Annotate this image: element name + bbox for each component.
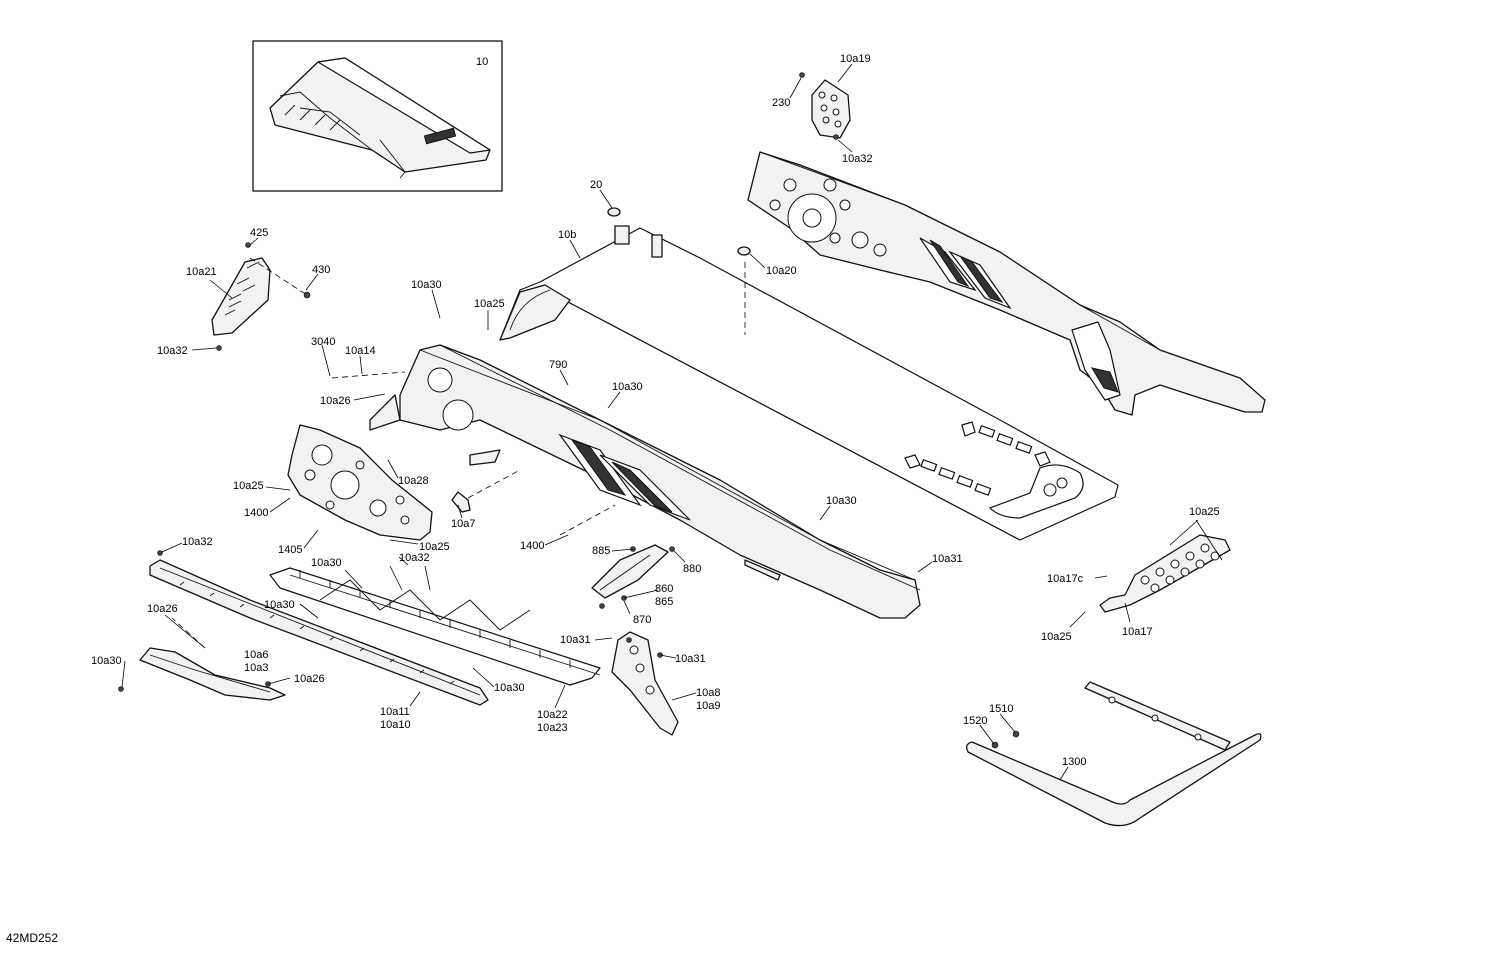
callout-10a25-b: 10a25 <box>233 480 264 492</box>
callout-860: 860 <box>655 583 673 595</box>
callout-865: 865 <box>655 596 673 608</box>
callout-10a30-f: 10a30 <box>91 655 122 667</box>
plate-10a28 <box>287 424 433 541</box>
callout-10a25-c: 10a25 <box>419 541 450 553</box>
callout-10a30-d: 10a30 <box>311 557 342 569</box>
callout-10a9: 10a9 <box>696 700 720 712</box>
callout-10a31-b: 10a31 <box>560 634 591 646</box>
callout-10a26-c: 10a26 <box>294 673 325 685</box>
inset-assembly-thumbnail <box>269 57 491 179</box>
callout-10a26-b: 10a26 <box>147 603 178 615</box>
callout-10b: 10b <box>558 229 576 241</box>
callout-10a22: 10a22 <box>537 709 568 721</box>
inset-label: 10 <box>476 56 488 68</box>
callout-10a30-b: 10a30 <box>612 381 643 393</box>
left-frame-rail <box>369 344 921 619</box>
callout-10a14: 10a14 <box>345 345 376 357</box>
callout-20: 20 <box>590 179 602 191</box>
callout-425: 425 <box>250 227 268 239</box>
callout-3040: 3040 <box>311 336 335 348</box>
callout-10a32-mid: 10a32 <box>399 552 430 564</box>
callout-10a3: 10a3 <box>244 662 268 674</box>
tunnel-vents <box>904 421 1084 519</box>
leader-lines <box>121 63 1223 781</box>
callout-790: 790 <box>549 359 567 371</box>
assembly-inset: 10 <box>252 40 503 192</box>
callout-labels: 10a19 230 10a32 20 10b 10a20 425 430 10a… <box>91 53 1220 768</box>
assembly-dashed-lines <box>171 257 746 649</box>
callout-1400: 1400 <box>244 507 268 519</box>
callout-1300: 1300 <box>1062 756 1086 768</box>
bracket-10a8 <box>611 631 679 736</box>
bracket-10a6 <box>118 647 286 701</box>
callout-10a19: 10a19 <box>840 53 871 65</box>
callout-10a30-g: 10a30 <box>494 682 525 694</box>
callout-1520: 1520 <box>963 715 987 727</box>
callout-885: 885 <box>592 545 610 557</box>
bracket-10a7 <box>451 491 471 513</box>
callout-10a31-c: 10a31 <box>675 653 706 665</box>
callout-10a32-left: 10a32 <box>157 345 188 357</box>
callout-870: 870 <box>633 614 651 626</box>
callout-10a17: 10a17 <box>1122 626 1153 638</box>
right-frame-rail <box>747 151 1266 416</box>
callout-10a23: 10a23 <box>537 722 568 734</box>
callout-10a32: 10a32 <box>842 153 873 165</box>
callout-10a8: 10a8 <box>696 687 720 699</box>
callout-10a6: 10a6 <box>244 649 268 661</box>
tunnel-top-plate-10b <box>499 207 1119 541</box>
callout-230: 230 <box>772 97 790 109</box>
ladder-frame-10a22 <box>269 567 601 686</box>
callout-10a26: 10a26 <box>320 395 351 407</box>
callout-10a11: 10a11 <box>380 706 410 718</box>
document-code: 42MD252 <box>6 931 59 945</box>
callout-1400-b: 1400 <box>520 540 544 552</box>
callout-10a30-c: 10a30 <box>826 495 857 507</box>
rail-10a11 <box>149 550 489 706</box>
callout-10a25-e: 10a25 <box>1041 631 1072 643</box>
callout-10a10: 10a10 <box>380 719 411 731</box>
callout-10a17c: 10a17c <box>1047 573 1084 585</box>
callout-10a30-e: 10a30 <box>264 599 295 611</box>
callout-10a25: 10a25 <box>474 298 505 310</box>
callout-10a32-rail: 10a32 <box>182 536 213 548</box>
callout-10a25-d: 10a25 <box>1189 506 1220 518</box>
bracket-10a17 <box>1099 534 1231 613</box>
bracket-860-865 <box>591 544 675 609</box>
callout-10a7: 10a7 <box>451 518 475 530</box>
callout-1510: 1510 <box>989 703 1013 715</box>
callout-10a31: 10a31 <box>932 553 963 565</box>
callout-1405: 1405 <box>278 544 302 556</box>
callout-10a20: 10a20 <box>766 265 797 277</box>
callout-10a21: 10a21 <box>186 266 217 278</box>
bracket-10a21 <box>211 242 311 351</box>
bracket-10a19 <box>799 72 851 140</box>
callout-10a30: 10a30 <box>411 279 442 291</box>
callout-10a28: 10a28 <box>398 475 429 487</box>
callout-880: 880 <box>683 563 701 575</box>
callout-430: 430 <box>312 264 330 276</box>
